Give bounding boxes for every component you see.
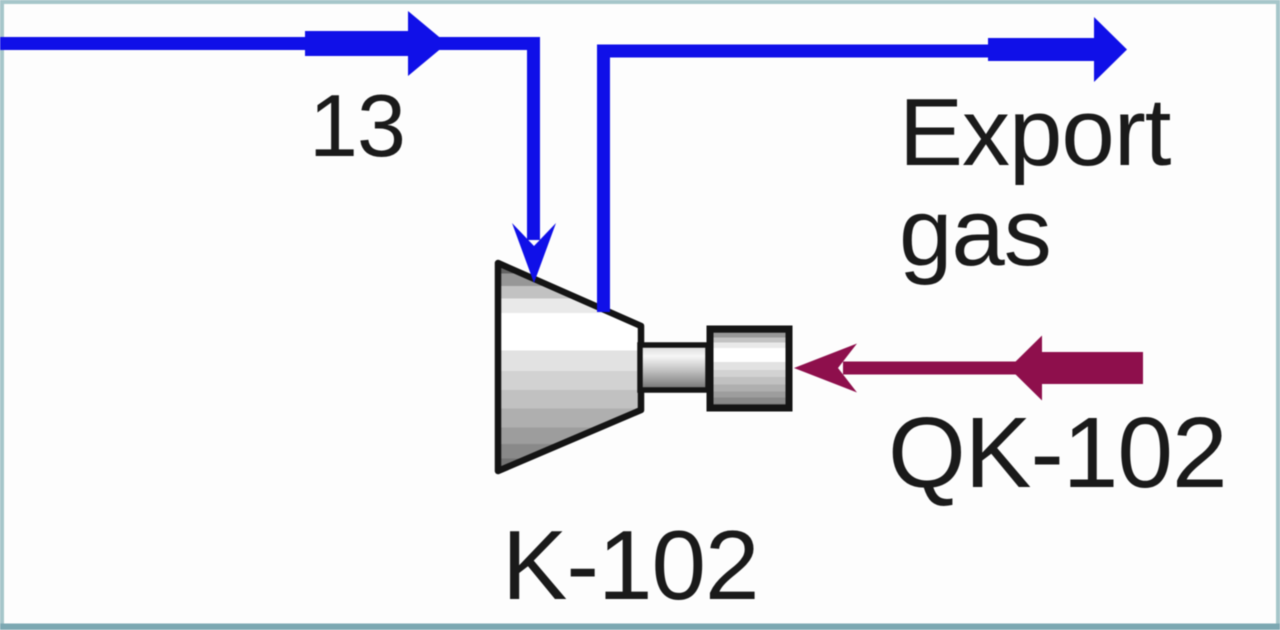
stream-13-line [0,37,540,240]
energy-stream-label[interactable]: QK-102 [888,397,1228,509]
stream-export-gas[interactable] [597,17,1128,312]
export-gas-flow-arrow-head [1094,17,1127,82]
energy-stream-flow-arrow-bar [1038,352,1143,384]
stream-13-flow-arrow-bar [305,31,409,56]
energy-stream-flow-arrow-head [1009,335,1042,401]
stream-13-label[interactable]: 13 [309,76,406,175]
stream-13-inlet-arrowhead-icon [512,223,556,283]
export-gas-label[interactable]: Export gas [899,79,1171,286]
compressor-icon[interactable] [494,259,793,475]
compressor-label[interactable]: K-102 [502,510,760,620]
export-gas-flow-arrow-bar [988,38,1096,61]
export-gas-line [597,44,1096,312]
stream-13-flow-arrow-head [408,11,447,76]
stream-qk-102[interactable] [794,335,1143,401]
energy-stream-inlet-arrowhead-icon [794,343,857,393]
compressor-shaft [637,342,711,393]
compressor-casing [494,259,645,475]
stream-13[interactable] [0,11,556,283]
compressor-drive-box [706,325,793,412]
